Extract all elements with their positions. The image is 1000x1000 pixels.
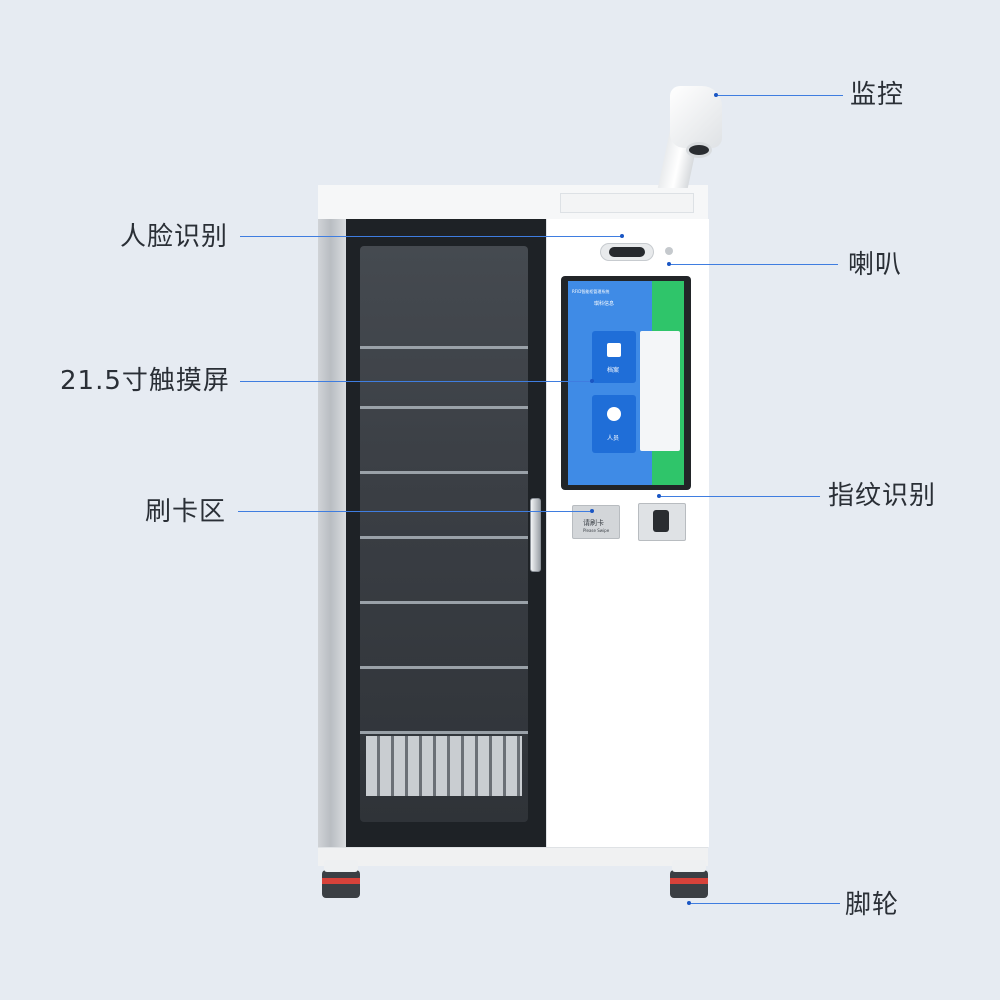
screen-card-personnel[interactable]: 人员 bbox=[592, 395, 636, 453]
person-icon bbox=[607, 407, 621, 421]
stored-items bbox=[366, 736, 522, 796]
shelf bbox=[360, 536, 528, 539]
touch-screen[interactable]: RFID智能柜管理系统 琪科信息 档案 人员 bbox=[568, 281, 684, 485]
shelf bbox=[360, 601, 528, 604]
callout-dot bbox=[620, 234, 624, 238]
cabinet-base bbox=[318, 847, 708, 866]
shelf bbox=[360, 666, 528, 669]
callout-dot bbox=[657, 494, 661, 498]
label-fingerprint: 指纹识别 bbox=[828, 481, 937, 511]
surveillance-camera-icon bbox=[670, 86, 722, 148]
cabinet-side-panel bbox=[318, 219, 346, 847]
archive-icon bbox=[607, 343, 621, 357]
callout-line-casters bbox=[690, 903, 840, 904]
shelf bbox=[360, 471, 528, 474]
shelf bbox=[360, 346, 528, 349]
card-reader-label: 请刷卡 bbox=[583, 519, 604, 527]
screen-card-archive-label: 档案 bbox=[607, 367, 620, 374]
label-card-area: 刷卡区 bbox=[145, 497, 227, 527]
label-touch-screen: 21.5寸触摸屏 bbox=[60, 366, 230, 396]
callout-line-surveillance bbox=[718, 95, 843, 96]
callout-dot bbox=[714, 93, 718, 97]
callout-line-screen bbox=[240, 381, 590, 382]
label-surveillance: 监控 bbox=[850, 80, 905, 110]
caster-right bbox=[670, 860, 708, 898]
fingerprint-sensor-icon[interactable] bbox=[638, 503, 686, 541]
callout-dot bbox=[687, 901, 691, 905]
card-reader-sublabel: Please Swipe bbox=[583, 528, 610, 533]
screen-card-archive[interactable]: 档案 bbox=[592, 331, 636, 383]
label-speaker: 喇叭 bbox=[848, 250, 903, 280]
top-vent bbox=[560, 193, 694, 213]
speaker-icon bbox=[665, 247, 673, 255]
face-camera-icon bbox=[600, 243, 654, 261]
door-handle bbox=[530, 498, 541, 572]
card-reader-icon[interactable]: 请刷卡 Please Swipe bbox=[572, 505, 620, 539]
callout-line-speaker bbox=[670, 264, 838, 265]
screen-header-title: RFID智能柜管理系统 bbox=[572, 289, 610, 294]
shelf bbox=[360, 406, 528, 409]
camera-lens bbox=[686, 142, 712, 158]
callout-dot bbox=[667, 262, 671, 266]
shelf bbox=[360, 731, 528, 734]
label-casters: 脚轮 bbox=[845, 890, 900, 920]
label-face-recognition: 人脸识别 bbox=[120, 222, 229, 252]
callout-line-face bbox=[240, 236, 622, 237]
screen-side-menu bbox=[640, 331, 680, 451]
callout-line-fingerprint bbox=[660, 496, 820, 497]
door-glass bbox=[360, 246, 528, 822]
screen-card-personnel-label: 人员 bbox=[607, 435, 620, 442]
callout-dot bbox=[590, 379, 594, 383]
callout-line-card bbox=[238, 511, 590, 512]
screen-logo: 琪科信息 bbox=[594, 301, 615, 307]
caster-left bbox=[322, 860, 360, 898]
callout-dot bbox=[590, 509, 594, 513]
